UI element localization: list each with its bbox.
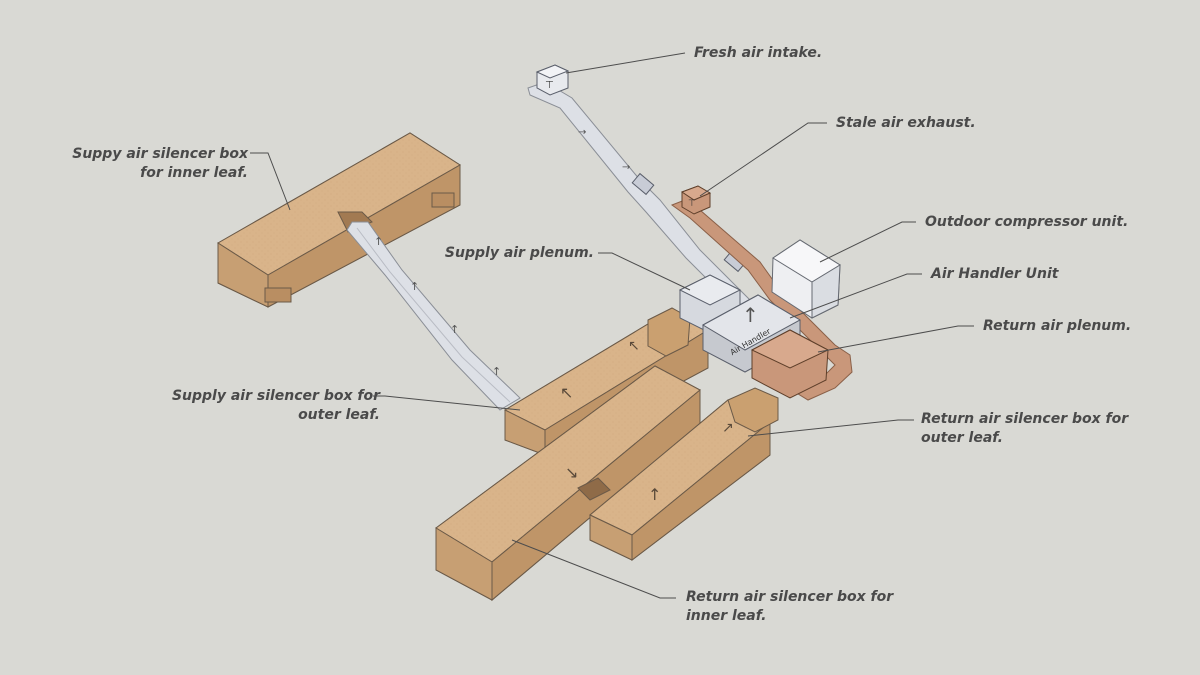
fresh-air-intake-box: ⊤	[535, 64, 570, 96]
flow-arrow-icon: ↑	[742, 303, 759, 327]
label-fresh-air-intake: Fresh air intake.	[694, 45, 823, 61]
leader-air-handler	[789, 273, 922, 319]
leader-fresh-air	[565, 52, 686, 74]
label-return-air-plenum: Return air plenum.	[983, 318, 1132, 334]
label-air-handler-unit: Air Handler Unit	[931, 266, 1059, 282]
label-supply-inner-silencer: Suppy air silencer box for inner leaf.	[72, 146, 248, 181]
stale-air-exhaust-duct: ⊤	[670, 185, 853, 401]
leader-compressor	[819, 221, 916, 263]
flow-arrow-icon: →	[622, 162, 630, 173]
flow-arrow-icon: ↑	[410, 280, 419, 293]
leader-supply-outer	[373, 395, 521, 411]
leader-lines	[250, 52, 974, 599]
flow-arrow-icon: ↖	[628, 338, 640, 354]
supply-inner-silencer-box	[217, 132, 461, 308]
label-outdoor-compressor: Outdoor compressor unit.	[925, 214, 1129, 230]
leader-return-inner	[511, 539, 676, 599]
label-return-outer-silencer: Return air silencer box for outer leaf.	[921, 411, 1129, 446]
leader-return-outer	[747, 419, 914, 437]
return-outer-silencer-box: ↑ ↗	[589, 387, 779, 562]
label-supply-air-plenum: Supply air plenum.	[444, 245, 594, 261]
leader-supply-plenum	[598, 252, 691, 291]
return-inner-silencer-box: ↘	[435, 365, 701, 602]
leader-return-plenum	[817, 325, 974, 353]
supply-duct-inner: ↑ ↑ ↑ ↑	[346, 221, 521, 411]
leader-supply-inner	[250, 152, 291, 211]
svg-text:⊤: ⊤	[545, 80, 554, 91]
svg-text:⊤: ⊤	[688, 199, 696, 209]
label-stale-air-exhaust: Stale air exhaust.	[836, 115, 976, 131]
label-return-inner-silencer: Return air silencer box for inner leaf.	[686, 589, 894, 624]
flow-arrow-icon: →	[578, 127, 586, 138]
flow-arrow-icon: ↗	[722, 420, 734, 436]
outdoor-compressor-unit	[771, 239, 841, 319]
flow-arrow-icon: ↑	[492, 365, 501, 378]
flow-arrow-icon: ↖	[560, 383, 573, 402]
flow-arrow-icon: ↑	[374, 235, 383, 248]
flow-arrow-icon: ↑	[450, 323, 459, 336]
leader-stale-air	[699, 122, 827, 197]
return-air-plenum	[750, 329, 830, 399]
label-supply-outer-silencer: Supply air silencer box for outer leaf.	[171, 388, 380, 423]
fresh-air-duct: → →	[527, 81, 751, 311]
flow-arrow-icon: ↑	[648, 485, 661, 504]
flow-arrow-icon: ↘	[565, 463, 578, 482]
